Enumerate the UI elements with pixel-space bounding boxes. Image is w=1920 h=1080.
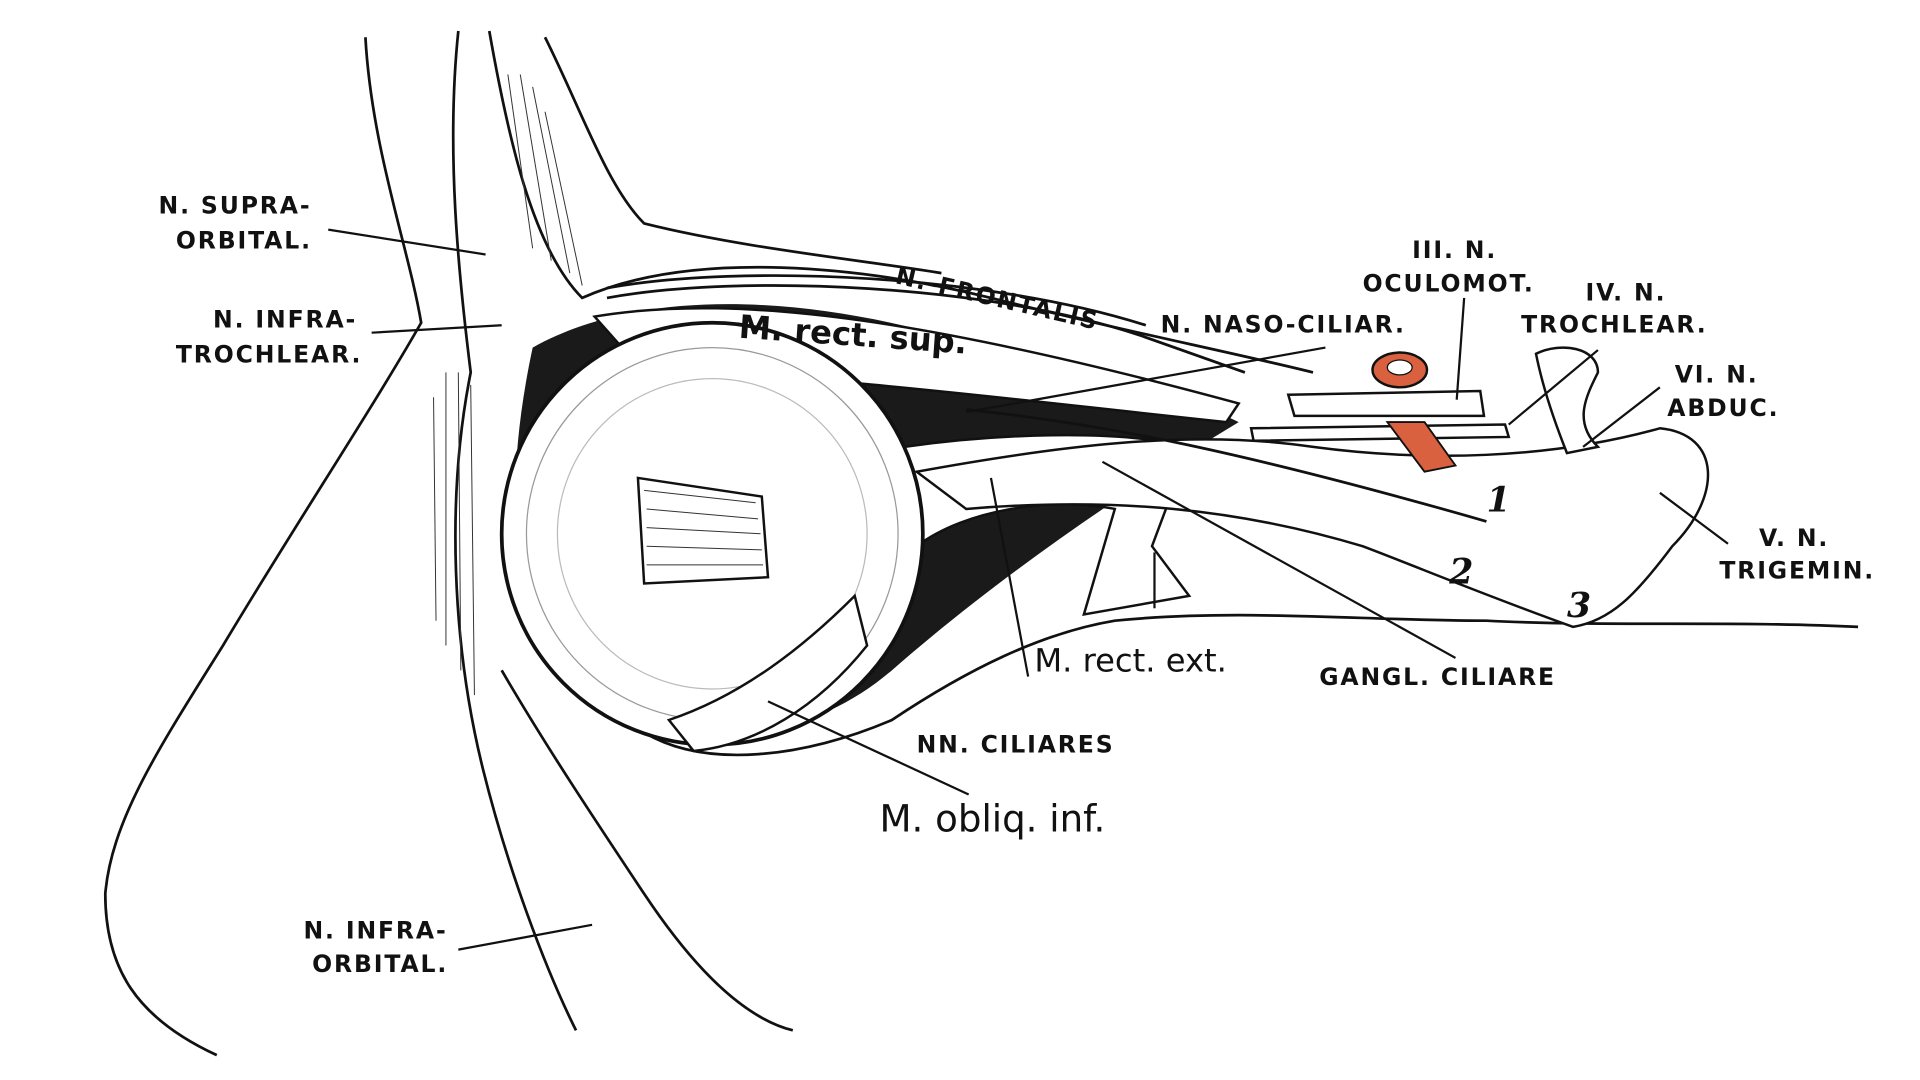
label-n-infraorbital: N. INFRA- ORBITAL. — [303, 916, 448, 978]
label-n-infratrochlear: N. INFRA- TROCHLEAR. — [176, 306, 362, 369]
svg-text:ORBITAL.: ORBITAL. — [312, 950, 448, 978]
leader-lines — [328, 228, 1729, 951]
svg-text:N. INFRA-: N. INFRA- — [303, 916, 447, 944]
label-oculomot: III. N. OCULOMOT. — [1363, 236, 1535, 298]
svg-text:ORBITAL.: ORBITAL. — [176, 226, 312, 254]
label-number-2: 2 — [1448, 551, 1473, 592]
label-number-3: 3 — [1567, 585, 1591, 626]
svg-text:IV. N.: IV. N. — [1586, 278, 1667, 306]
svg-text:TROCHLEAR.: TROCHLEAR. — [1521, 311, 1707, 339]
svg-text:V. N.: V. N. — [1759, 524, 1829, 552]
label-trochlear: IV. N. TROCHLEAR. — [1521, 278, 1707, 339]
svg-text:N. SUPRA-: N. SUPRA- — [159, 191, 312, 219]
svg-text:N. INFRA-: N. INFRA- — [213, 306, 357, 334]
skull-outline — [103, 30, 1859, 1057]
label-number-1: 1 — [1486, 479, 1510, 520]
label-n-supraorbital: N. SUPRA- ORBITAL. — [159, 191, 312, 254]
label-m-obliq-inf: M. obliq. inf. — [879, 797, 1105, 841]
label-m-rect-ext: M. rect. ext. — [1034, 642, 1227, 680]
svg-text:OCULOMOT.: OCULOMOT. — [1363, 270, 1535, 298]
label-gangl-ciliare: GANGL. CILIARE — [1319, 663, 1556, 691]
internal-carotid-artery — [1371, 351, 1458, 473]
label-nn-ciliares: NN. CILIARES — [917, 730, 1115, 758]
svg-text:III. N.: III. N. — [1412, 236, 1497, 264]
nerves — [606, 274, 1710, 629]
svg-text:ABDUC.: ABDUC. — [1667, 394, 1779, 422]
svg-text:TRIGEMIN.: TRIGEMIN. — [1719, 556, 1875, 584]
svg-text:VI. N.: VI. N. — [1675, 360, 1759, 388]
eyeball — [499, 320, 925, 753]
svg-text:TROCHLEAR.: TROCHLEAR. — [176, 340, 362, 368]
label-abduc: VI. N. ABDUC. — [1667, 360, 1779, 422]
label-n-nasociliar: N. NASO-CILIAR. — [1161, 311, 1406, 339]
label-trigemin: V. N. TRIGEMIN. — [1719, 524, 1875, 584]
